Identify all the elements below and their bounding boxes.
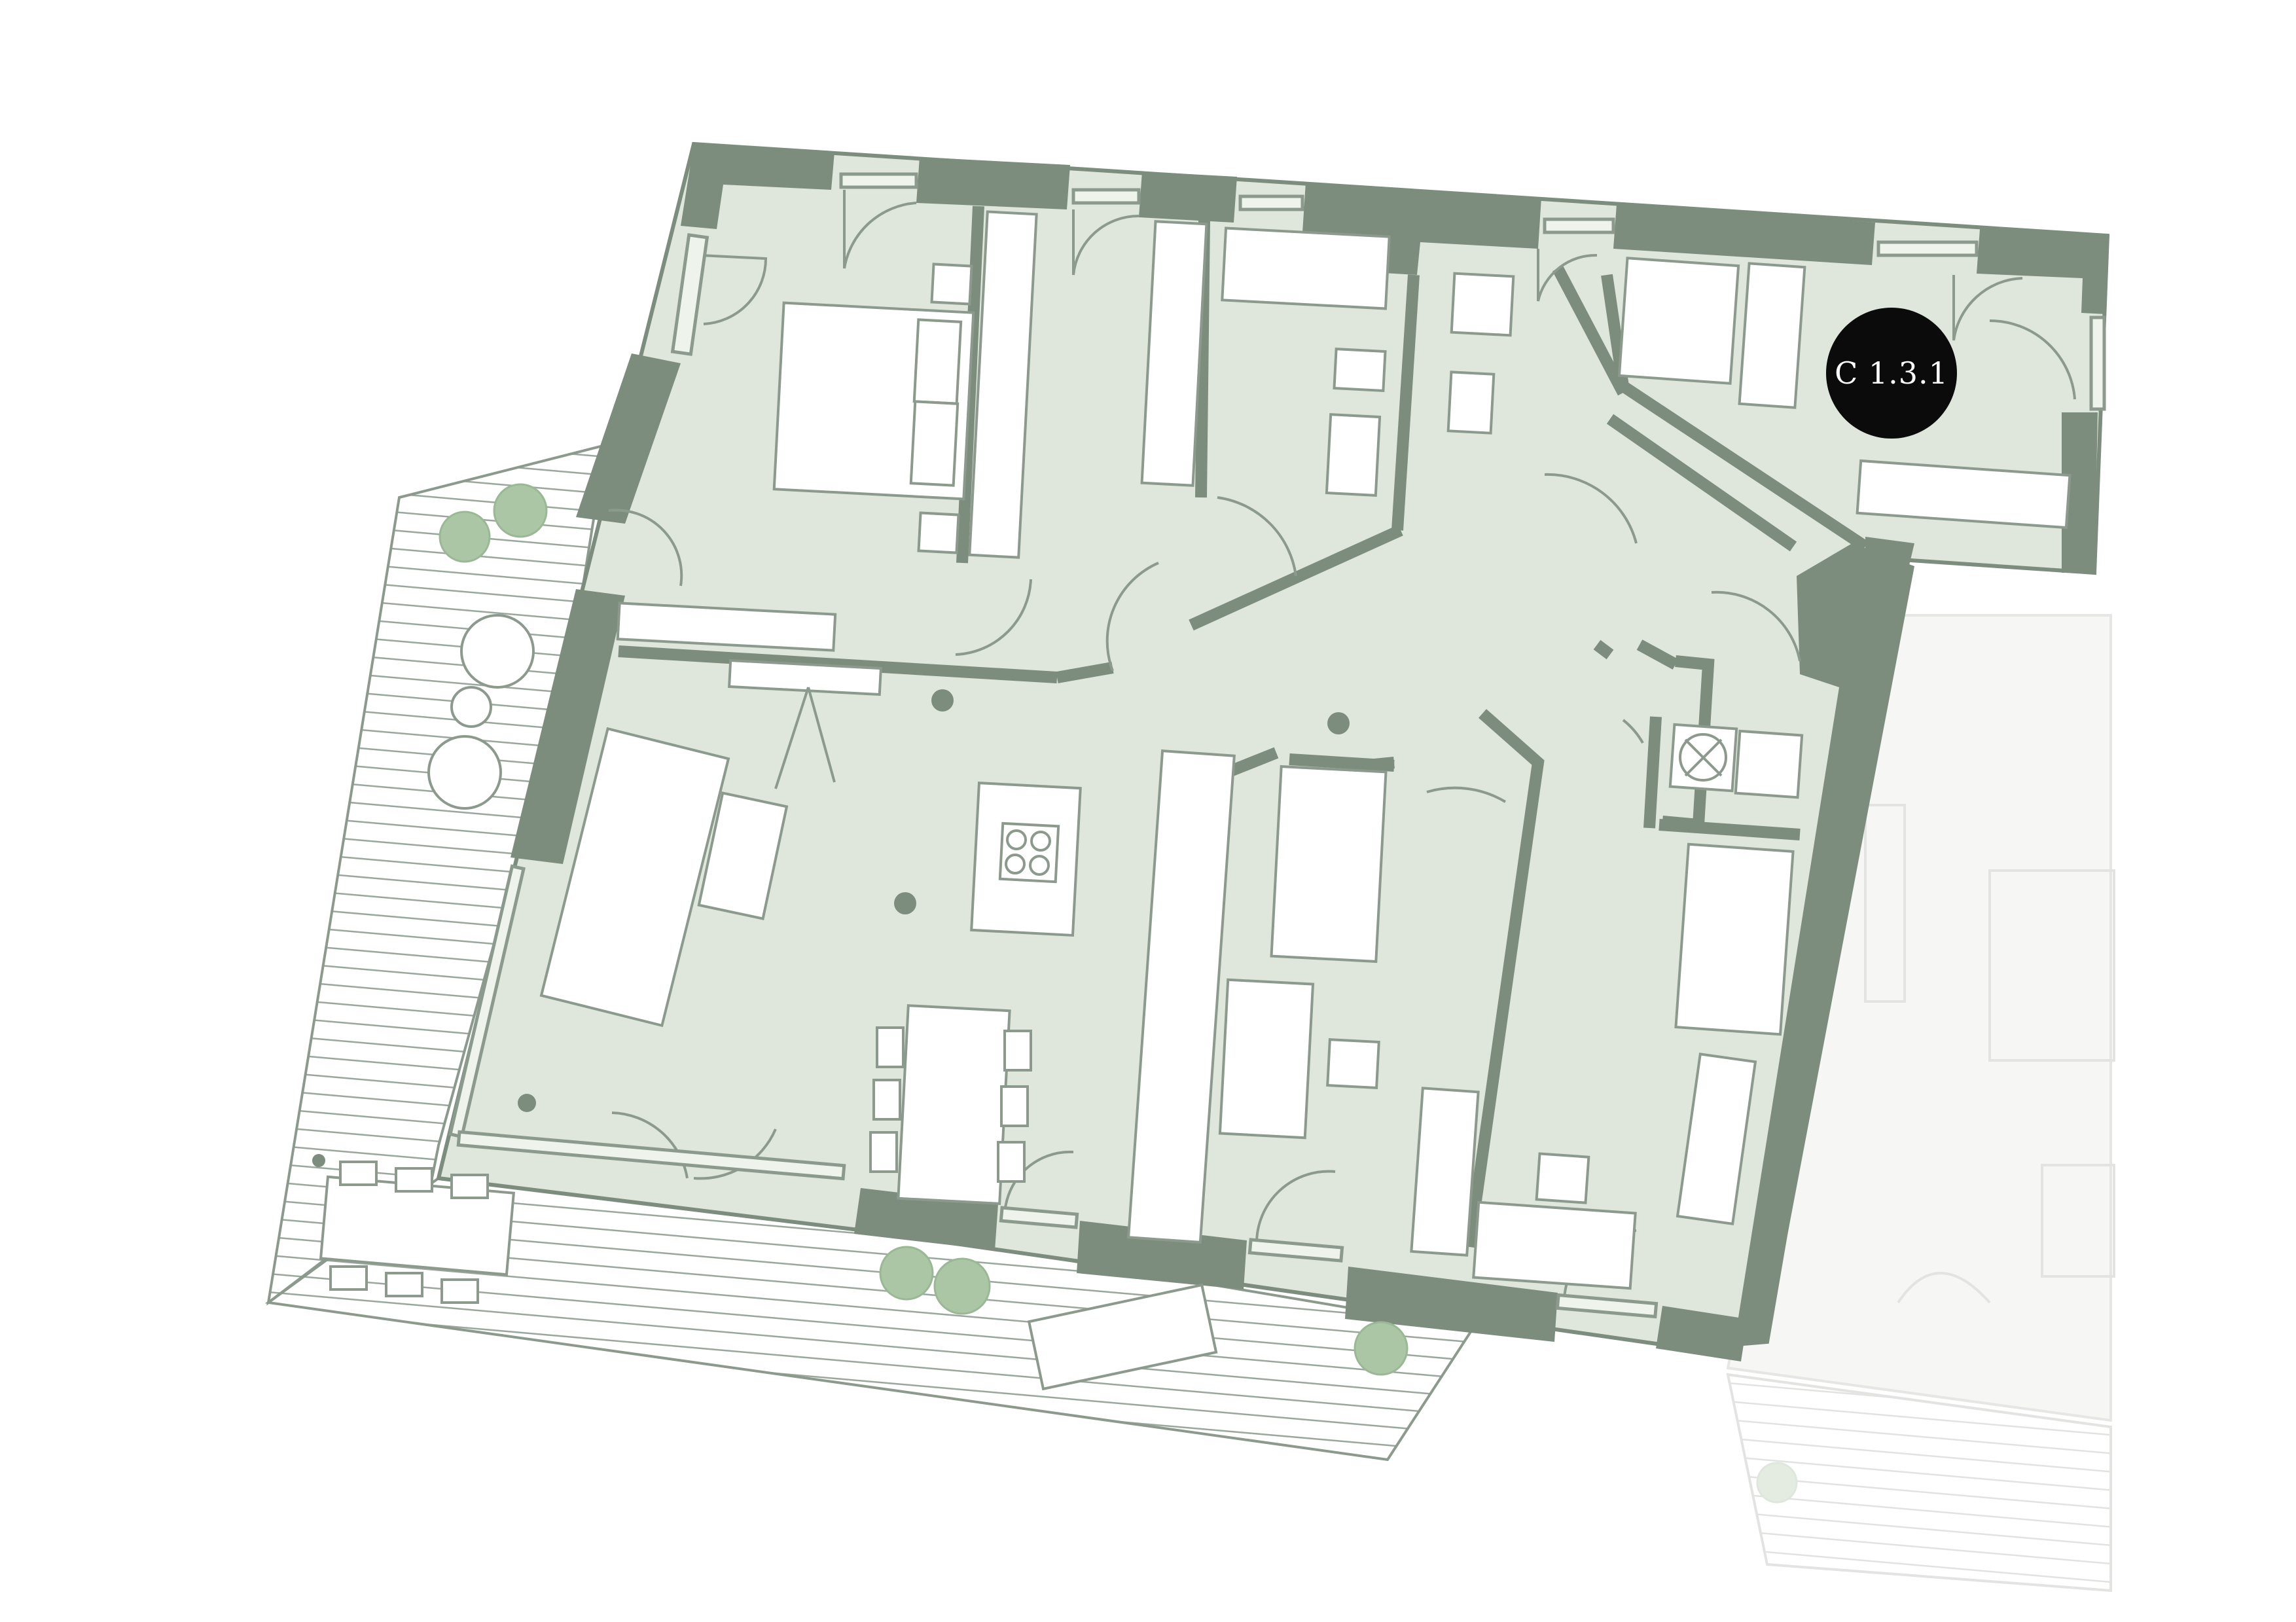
desk-child2 (1472, 1200, 1637, 1290)
door-bedroom-entry (843, 190, 917, 269)
shower (1450, 272, 1515, 337)
door-child2 (1622, 719, 1644, 744)
shower-tray (1617, 257, 1740, 385)
exterior-walls (511, 144, 2108, 1361)
plants (439, 483, 1798, 1504)
door-bath2 (1537, 249, 1598, 302)
door-bath (1217, 496, 1297, 577)
lounge-chair-1 (460, 614, 535, 689)
sun-lounger (1027, 1283, 1218, 1391)
bath-sink (1333, 348, 1387, 393)
coat-rack (1856, 459, 2072, 530)
outdoor-furniture (319, 614, 1218, 1391)
stool (450, 686, 492, 728)
door-bedroom-hall (955, 579, 1032, 656)
wardrobe-child2 (1676, 1053, 1757, 1226)
dining-chairs (869, 1026, 1032, 1183)
bath-toilet (1325, 413, 1382, 497)
coffee-table (697, 791, 789, 920)
door-child1 (1426, 786, 1507, 803)
cooktop (998, 821, 1060, 884)
unit-label-badge: C 1.3.1 (1826, 308, 1957, 439)
door-hall (1711, 590, 1801, 662)
chair-child1 (1326, 1038, 1380, 1090)
door-living (1105, 562, 1159, 672)
sideboard (616, 602, 837, 652)
lounge-chair-2 (427, 735, 502, 810)
wardrobe-child1 (1410, 1087, 1480, 1257)
tv-unit (728, 658, 882, 696)
door-bedroom-balcony (700, 254, 768, 325)
wardrobe-bedroom (968, 210, 1038, 559)
door-entry (1952, 275, 2023, 341)
nightstand-bottom (917, 511, 960, 554)
bathroom-cabinet (1140, 220, 1208, 487)
bathtub (1221, 226, 1391, 310)
dining-table (897, 1004, 1011, 1205)
chair-child2 (1535, 1152, 1590, 1204)
neighbor-unit (1726, 614, 2115, 1593)
lamp (774, 687, 836, 789)
shelf-rack (1738, 262, 1806, 409)
windows (448, 172, 2106, 1319)
bed-child2 (1674, 842, 1795, 1036)
washer-detail (1679, 733, 1727, 782)
kitchen-counter (1126, 749, 1236, 1244)
nightstand-top (930, 262, 973, 306)
door-shower (1544, 473, 1638, 544)
unit-label-text: C 1.3.1 (1835, 355, 1948, 391)
desk-child1 (1218, 978, 1315, 1140)
bed-child1 (1270, 765, 1388, 964)
columns (312, 689, 1350, 1167)
door-bedroom-terrace (608, 509, 683, 586)
door-child1-balcony (1255, 1170, 1336, 1244)
utility-sink (1734, 729, 1804, 799)
door-wc (1072, 209, 1139, 276)
door-wardrobe (1989, 319, 2076, 400)
sofa (539, 727, 730, 1028)
